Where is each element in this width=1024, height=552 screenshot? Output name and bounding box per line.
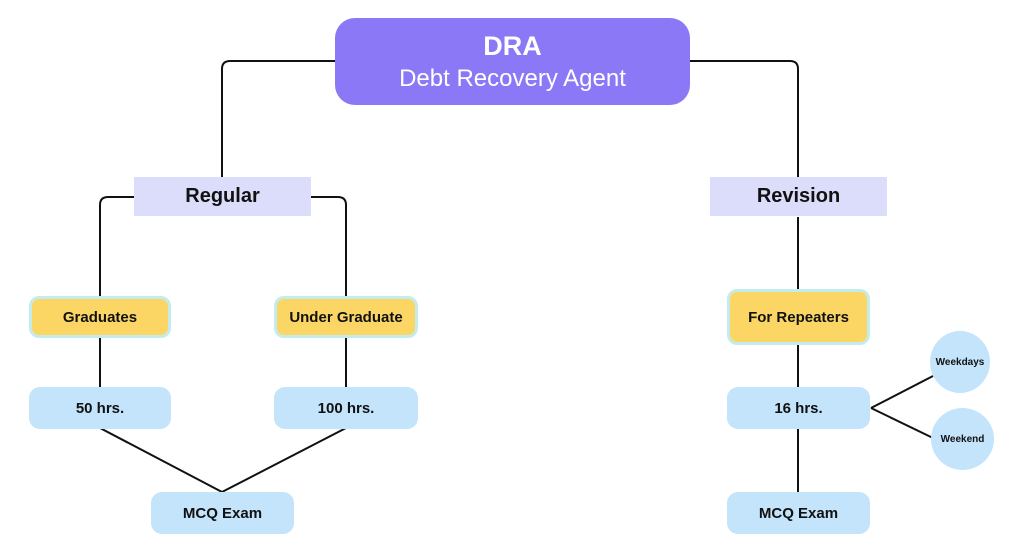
connector-regular-graduates bbox=[99, 196, 134, 298]
graduates-node: Graduates bbox=[29, 296, 171, 338]
weekend-node: Weekend bbox=[931, 408, 994, 470]
connector-root-regular bbox=[221, 60, 335, 178]
under-graduate-node: Under Graduate bbox=[274, 296, 418, 338]
revision-category: Revision bbox=[710, 177, 887, 216]
connector-hours-weekdays bbox=[870, 375, 934, 409]
connector-regular-undergraduate bbox=[311, 196, 347, 298]
regular-mcq-exam-node: MCQ Exam bbox=[151, 492, 294, 534]
weekdays-node: Weekdays bbox=[930, 331, 990, 393]
graduates-hours-node: 50 hrs. bbox=[29, 387, 171, 429]
connector-50hrs-exam bbox=[99, 427, 223, 493]
connector-100hrs-exam bbox=[221, 427, 347, 493]
root-node: DRA Debt Recovery Agent bbox=[335, 18, 690, 105]
regular-category: Regular bbox=[134, 177, 311, 216]
revision-mcq-exam-node: MCQ Exam bbox=[727, 492, 870, 534]
root-abbreviation: DRA bbox=[483, 30, 542, 61]
connector-root-revision bbox=[690, 60, 799, 178]
connector-hours-weekend bbox=[870, 407, 934, 439]
under-graduate-hours-node: 100 hrs. bbox=[274, 387, 418, 429]
for-repeaters-node: For Repeaters bbox=[727, 289, 870, 345]
root-full-name: Debt Recovery Agent bbox=[399, 64, 626, 92]
repeaters-hours-node: 16 hrs. bbox=[727, 387, 870, 429]
